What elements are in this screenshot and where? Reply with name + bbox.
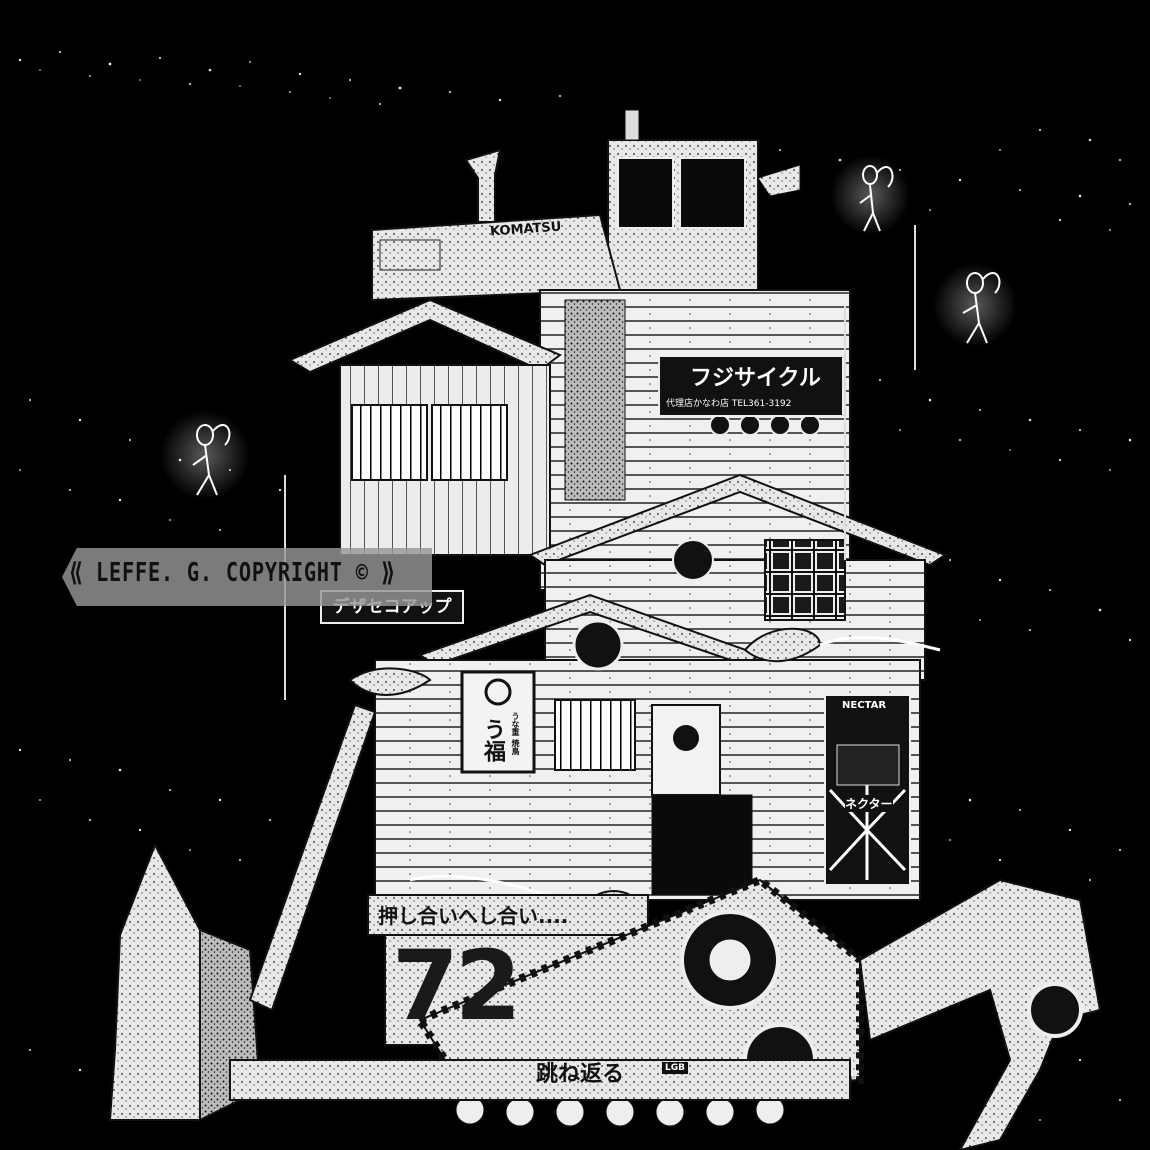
rear-ripper	[858, 878, 1102, 1150]
eel-shop-name: う福	[480, 718, 505, 762]
spirit-creatures	[160, 155, 1017, 500]
engine-hood	[371, 213, 622, 302]
model-plate: LGB	[662, 1062, 688, 1074]
bicycle-shop-phone: 代理店かなわ店 TEL361-3192	[666, 399, 792, 409]
bicycle-shop-name: フジサイクル	[690, 366, 821, 391]
nectar-sign-bottom: ネクター	[845, 795, 893, 812]
exhaust-stack	[464, 148, 502, 223]
eel-shop-sign	[460, 670, 536, 774]
bicycle-shop-sign: フジサイクル 代理店かなわ店 TEL361-3192	[658, 355, 844, 417]
starfield	[18, 51, 1132, 1121]
copyright-watermark: ⟪ LEFFE. G. COPYRIGHT © ⟫	[62, 548, 432, 606]
unit-number: 72	[392, 930, 522, 1042]
track-slogan: 跳ね返る	[536, 1062, 625, 1087]
lower-shop-house	[374, 593, 921, 901]
bulldozer-cab	[607, 109, 801, 291]
blade-slogan: 押し合いへし合い....	[378, 904, 569, 928]
eel-shop-menu: うな重 焼鳥	[511, 712, 520, 755]
nectar-sign-top: NECTAR	[842, 700, 887, 711]
shrine-house	[287, 298, 562, 556]
blade-slogan-panel	[367, 894, 649, 936]
hydraulic-arm	[248, 703, 377, 1012]
crawler-track	[229, 875, 864, 1127]
watermark-band	[62, 548, 432, 606]
watermark-text: ⟪ LEFFE. G. COPYRIGHT © ⟫	[70, 558, 395, 588]
